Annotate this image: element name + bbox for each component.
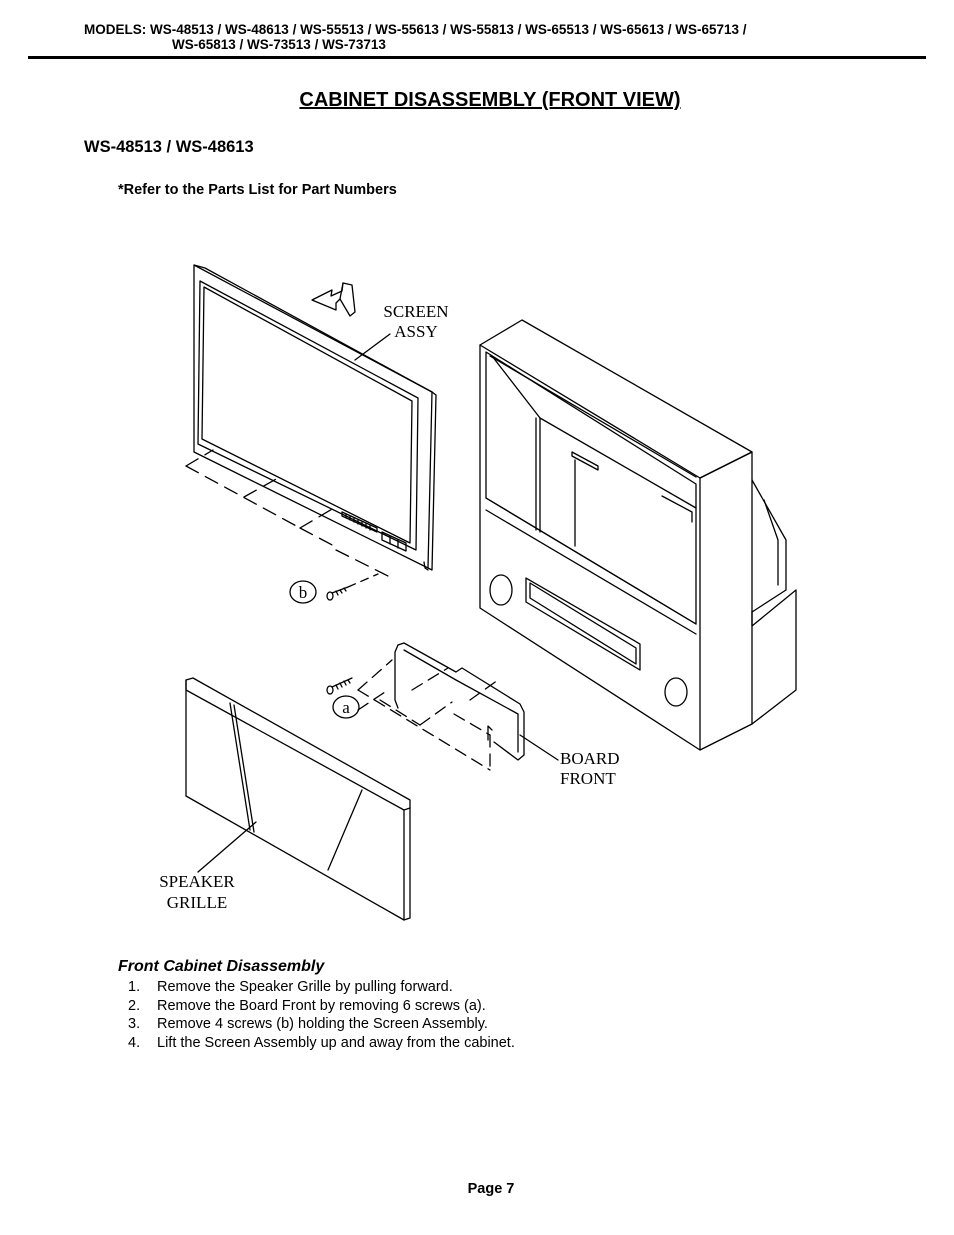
speaker-grille-label: SPEAKER GRILLE [159, 821, 257, 912]
callout-a-label: a [342, 698, 350, 717]
screen-dashed-guide [185, 449, 393, 579]
step-text: Lift the Screen Assembly up and away fro… [157, 1035, 515, 1052]
procedure-steps: 1. Remove the Speaker Grille by pulling f… [128, 978, 515, 1053]
procedure-step: 4. Lift the Screen Assembly up and away f… [128, 1034, 515, 1053]
callout-b-label: b [299, 583, 308, 602]
page-number: Page 7 [467, 1181, 515, 1197]
step-number: 3. [128, 1016, 141, 1033]
exploded-diagram: b SCREEN ASSY [159, 264, 797, 921]
step-text: Remove the Board Front by removing 6 scr… [157, 997, 486, 1014]
screen-label-line1: SCREEN [383, 302, 448, 321]
step-text: Remove 4 screws (b) holding the Screen A… [157, 1016, 488, 1033]
models-header: MODELS: WS-48513 / WS-48613 / WS-55513 /… [84, 22, 747, 52]
board-front-label: BOARD FRONT [519, 734, 620, 788]
callout-a: a [332, 695, 360, 719]
callout-b: b [289, 580, 317, 604]
procedure-title: Front Cabinet Disassembly [118, 958, 325, 975]
board-label-line2: FRONT [560, 769, 616, 788]
parts-note: *Refer to the Parts List for Part Number… [118, 182, 397, 198]
speaker-label-line1: SPEAKER [159, 872, 235, 891]
step-text: Remove the Speaker Grille by pulling for… [157, 979, 453, 995]
screw-b-icon [326, 573, 379, 601]
speaker-grille [185, 677, 411, 921]
step-number: 2. [128, 997, 141, 1014]
control-buttons [341, 511, 407, 552]
step-number: 4. [128, 1035, 141, 1052]
procedure-step: 1. Remove the Speaker Grille by pulling f… [128, 978, 515, 997]
screen-label-line2: ASSY [394, 322, 437, 341]
screw-a-icon [326, 677, 353, 695]
model-heading: WS-48513 / WS-48613 [84, 138, 254, 156]
page-title: CABINET DISASSEMBLY (FRONT VIEW) [299, 89, 681, 111]
procedure-step: 2. Remove the Board Front by removing 6 s… [128, 997, 515, 1016]
speaker-label-line2: GRILLE [167, 893, 227, 912]
direction-arrow-icon [311, 282, 356, 317]
board-dashed-guide [357, 659, 499, 771]
header-rule [28, 56, 926, 59]
step-number: 1. [128, 979, 141, 995]
cabinet [479, 319, 797, 751]
screen-assy-label: SCREEN ASSY [354, 302, 449, 361]
models-line-2: WS-65813 / WS-73513 / WS-73713 [172, 37, 386, 52]
board-label-line1: BOARD [560, 749, 620, 768]
screen-assembly [193, 264, 437, 571]
procedure-step: 3. Remove 4 screws (b) holding the Screen… [128, 1015, 515, 1034]
models-line-1: MODELS: WS-48513 / WS-48613 / WS-55513 /… [84, 22, 747, 37]
board-front [394, 642, 525, 761]
